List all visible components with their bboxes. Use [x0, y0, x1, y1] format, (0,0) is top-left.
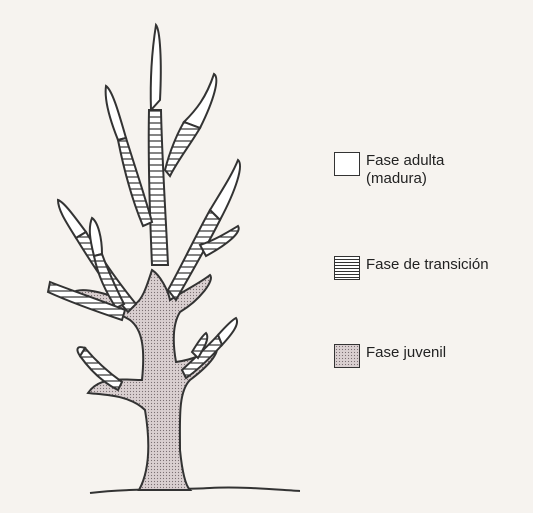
legend-swatch-juvenil — [334, 344, 360, 368]
branch-right-mid-adult — [210, 160, 240, 220]
branch-upper-left-adult — [106, 86, 126, 140]
legend-swatch-adulta — [334, 152, 360, 176]
legend-item-adulta: Fase adulta (madura) — [334, 152, 444, 188]
ground-line — [90, 487, 300, 493]
branch-upper-left-transition — [118, 138, 152, 226]
legend-label-juvenil: Fase juvenil — [366, 344, 446, 362]
legend-label-transicion: Fase de transición — [366, 256, 489, 274]
central-leader-transition — [149, 110, 168, 265]
central-leader-adult — [151, 25, 161, 110]
legend-swatch-transicion — [334, 256, 360, 280]
legend-item-juvenil: Fase juvenil — [334, 344, 446, 368]
branch-upper-right-transition — [165, 122, 200, 176]
branch-upper-right-adult — [184, 74, 216, 128]
legend-label-adulta: Fase adulta (madura) — [366, 152, 444, 188]
branch-left-long-adult — [58, 200, 86, 238]
legend-item-transicion: Fase de transición — [334, 256, 489, 280]
branch-left-second-adult — [90, 218, 102, 256]
